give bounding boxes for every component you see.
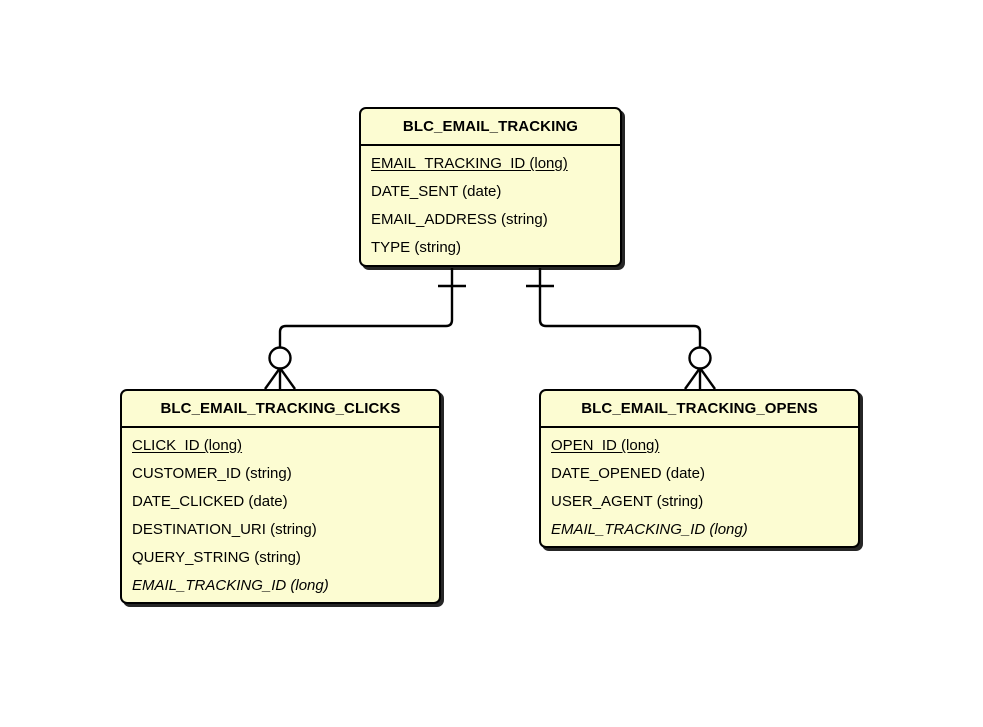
- entity-blc-email-tracking-clicks[interactable]: BLC_EMAIL_TRACKING_CLICKS CLICK_ID (long…: [120, 389, 441, 604]
- attribute-row: CUSTOMER_ID (string): [132, 465, 292, 482]
- attribute-row: DESTINATION_URI (string): [132, 521, 317, 538]
- attribute-row: DATE_SENT (date): [371, 183, 502, 200]
- attribute-list: CLICK_ID (long) CUSTOMER_ID (string) DAT…: [122, 428, 439, 602]
- entity-title-blc-email-tracking-opens: BLC_EMAIL_TRACKING_OPENS: [541, 391, 858, 428]
- attribute-row: EMAIL_ADDRESS (string): [371, 211, 548, 228]
- entity-title-blc-email-tracking-clicks: BLC_EMAIL_TRACKING_CLICKS: [122, 391, 439, 428]
- relationship-tracking-to-clicks: [264, 268, 466, 390]
- attribute-list: OPEN_ID (long) DATE_OPENED (date) USER_A…: [541, 428, 858, 546]
- entity-title-blc-email-tracking: BLC_EMAIL_TRACKING: [361, 109, 620, 146]
- entity-blc-email-tracking[interactable]: BLC_EMAIL_TRACKING EMAIL_TRACKING_ID (lo…: [359, 107, 622, 267]
- entity-blc-email-tracking-opens[interactable]: BLC_EMAIL_TRACKING_OPENS OPEN_ID (long) …: [539, 389, 860, 548]
- attribute-row: TYPE (string): [371, 239, 462, 256]
- attribute-row: OPEN_ID (long): [551, 437, 660, 454]
- cardinality-many-crowsfoot: [684, 367, 716, 390]
- cardinality-zero-circle: [688, 346, 712, 370]
- attribute-row: QUERY_STRING (string): [132, 549, 301, 566]
- attribute-row: DATE_OPENED (date): [551, 465, 705, 482]
- attribute-row: EMAIL_TRACKING_ID (long): [371, 155, 568, 172]
- attribute-row: CLICK_ID (long): [132, 437, 243, 454]
- cardinality-many-crowsfoot: [264, 367, 296, 390]
- attribute-row: DATE_CLICKED (date): [132, 493, 288, 510]
- attribute-row: EMAIL_TRACKING_ID (long): [551, 521, 748, 538]
- relationship-tracking-to-opens: [526, 268, 716, 390]
- cardinality-zero-circle: [268, 346, 292, 370]
- attribute-row: EMAIL_TRACKING_ID (long): [132, 577, 329, 594]
- attribute-row: USER_AGENT (string): [551, 493, 704, 510]
- attribute-list: EMAIL_TRACKING_ID (long) DATE_SENT (date…: [361, 146, 620, 265]
